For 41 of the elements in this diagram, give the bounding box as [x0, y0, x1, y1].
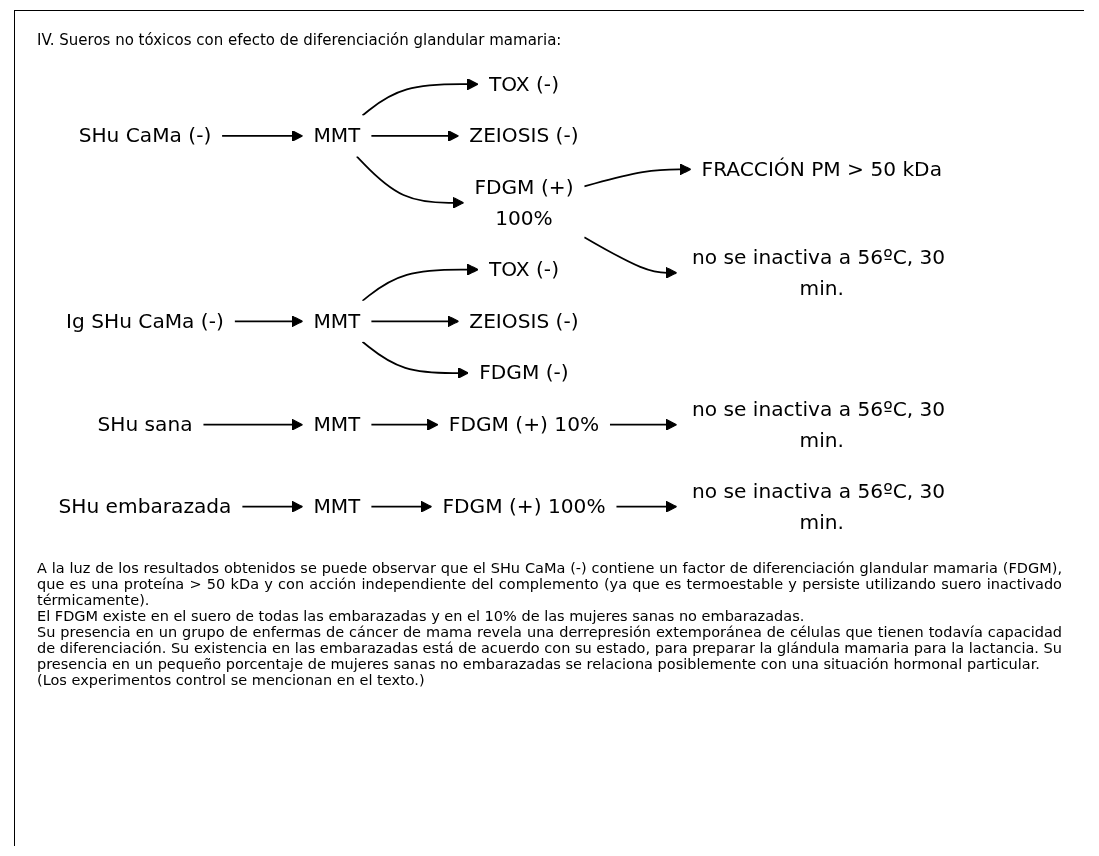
node-text: Ig SHu CaMa (-): [66, 308, 224, 334]
node-text: FDGM (+) 10%: [448, 412, 600, 437]
node-text: TOX (-): [488, 71, 560, 96]
node-text: SHu sana: [97, 412, 193, 437]
arrow: [361, 340, 469, 379]
note-paragraph: Su presencia en un grupo de enfermas de cáncer de mama revela una derrepresión extemporánea de células que tienen todavía capacidad de diferenciación. Su existencia en las embarazadas está de acuerdo con su estado, para preparar la glándula mamaria para la lactancia. Su presencia en un pequeño porcentaje de mujeres sanas no embarazadas se relaciona posiblemente con una situación hormonal particular.: [37, 624, 1062, 673]
arrow: [370, 500, 433, 513]
note-paragraph: A la luz de los resultados obtenidos se puede observar que el SHu CaMa (-) contiene un factor de diferenciación glandular mamaria (FDGM), que es una proteína > 50 kDa y con acción independiente del complemento (ya que es termoestable y persiste utilizando suero inactivado térmicamente).: [37, 561, 1062, 609]
arrow: [370, 130, 460, 142]
node-text: FDGM (+) 100%: [474, 175, 574, 230]
note-paragraph: (Los experimentos control se mencionan en el texto.): [37, 672, 426, 689]
arrow: [233, 315, 304, 328]
arrow: [361, 263, 479, 302]
node-text: FDGM (-): [479, 360, 569, 385]
arrow: [221, 130, 304, 142]
arrow: [615, 500, 678, 513]
node-text: SHu CaMa (-): [78, 123, 212, 148]
arrow: [609, 418, 678, 431]
node-text: TOX (-): [488, 257, 560, 282]
note-paragraph: El FDGM existe en el suero de todas las embarazadas y en el 10% de las mujeres sanas no embarazadas.: [37, 608, 806, 625]
node-text: FDGM (+) 100%: [442, 494, 606, 519]
arrow: [583, 236, 678, 279]
node-text: FRACCIÓN PM > 50 kDa: [701, 156, 942, 182]
node-text: MMT: [313, 123, 361, 148]
node-text: MMT: [313, 494, 361, 519]
arrow: [583, 163, 692, 188]
node-text: ZEIOSIS (-): [469, 308, 579, 334]
arrow: [361, 78, 479, 117]
node-text: MMT: [313, 412, 361, 437]
arrow: [202, 418, 304, 431]
arrow: [355, 155, 465, 209]
arrow: [241, 500, 304, 513]
node-text: ZEIOSIS (-): [469, 123, 579, 148]
section-title: IV. Sueros no tóxicos con efecto de diferenciación glandular mamaria:: [37, 31, 563, 49]
node-text: MMT: [313, 308, 361, 334]
node-text: no se inactiva a 56ºC, 30 min.: [691, 479, 946, 534]
node-text: SHu embarazada: [58, 494, 232, 519]
node-text: no se inactiva a 56ºC, 30 min.: [691, 245, 946, 300]
node-text: no se inactiva a 56ºC, 30 min.: [691, 397, 946, 452]
arrow: [370, 418, 439, 431]
arrow: [370, 315, 460, 328]
